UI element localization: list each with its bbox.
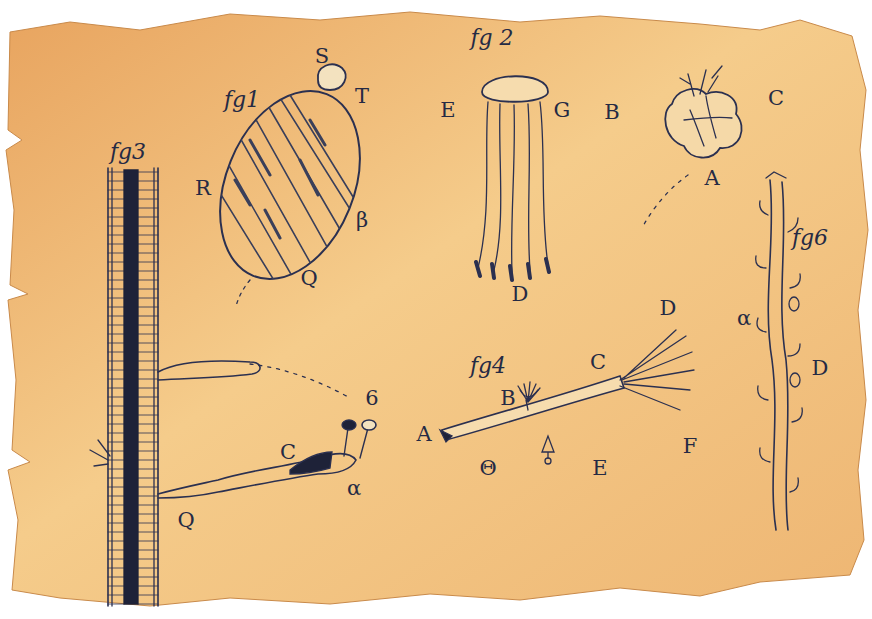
part-letter: F <box>683 436 698 457</box>
part-letter: α <box>347 478 361 499</box>
figure-number: fg6 <box>792 227 828 249</box>
part-letter: E <box>440 100 455 121</box>
part-letter: B <box>500 388 515 409</box>
part-letter: D <box>660 298 677 319</box>
part-letter: Q <box>300 268 317 289</box>
figure-number: fg3 <box>110 141 146 163</box>
figure-number: fg 2 <box>470 27 513 49</box>
parchment <box>6 12 868 606</box>
part-letter: R <box>195 178 211 199</box>
part-letter: Q <box>177 510 194 531</box>
part-letter: D <box>512 284 529 305</box>
part-letter: C <box>280 442 296 463</box>
part-letter: Θ <box>479 458 496 479</box>
part-letter: A <box>704 168 719 189</box>
part-letter: E <box>592 458 607 479</box>
part-letter: C <box>768 88 784 109</box>
part-letter: C <box>590 352 606 373</box>
part-letter: G <box>554 100 571 121</box>
part-letter: T <box>355 86 369 107</box>
figure-number: fg1 <box>224 89 260 111</box>
figure-number: fg4 <box>470 355 506 377</box>
part-letter: α <box>737 308 751 329</box>
part-letter: B <box>604 102 619 123</box>
part-letter: D <box>812 358 829 379</box>
part-letter: S <box>315 46 329 67</box>
figure-ink <box>90 64 802 606</box>
part-letter: A <box>416 424 431 445</box>
part-letter: β <box>356 210 368 231</box>
part-letter: 6 <box>365 388 378 409</box>
